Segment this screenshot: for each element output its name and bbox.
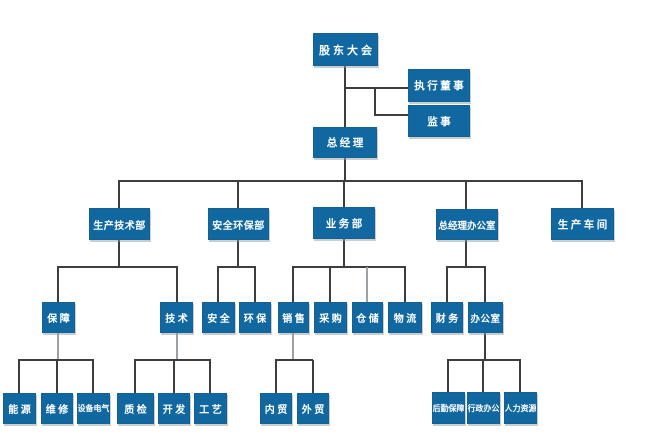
node-executive-director: 执行董事: [408, 69, 470, 102]
node-procurement: 采购: [314, 302, 347, 333]
node-env-protection: 环保: [239, 302, 271, 333]
connector-line: [292, 333, 294, 361]
node-office: 办公室: [468, 302, 503, 333]
connector-line: [329, 267, 331, 302]
connector-line: [344, 66, 346, 128]
node-gm-office: 总经理办公室: [436, 209, 498, 240]
node-domestic-trade: 内贸: [260, 393, 292, 424]
connector-line: [237, 181, 239, 208]
connector-line: [447, 360, 449, 392]
connector-line: [275, 359, 313, 361]
connector-line: [118, 240, 120, 268]
node-energy: 能源: [3, 393, 36, 424]
node-foreign-trade: 外贸: [297, 393, 329, 424]
connector-line: [343, 239, 345, 268]
connector-line: [176, 333, 178, 361]
connector-line: [375, 114, 408, 116]
node-process-craft: 工艺: [194, 393, 227, 424]
node-logistics-support: 后勤保障: [432, 392, 465, 424]
connector-line: [275, 360, 277, 393]
connector-line: [118, 180, 583, 182]
connector-line: [484, 267, 486, 302]
connector-line: [292, 267, 294, 302]
connector-line: [484, 333, 486, 361]
node-finance: 财务: [431, 302, 463, 333]
node-development: 开发: [158, 393, 190, 424]
connector-line: [366, 267, 368, 302]
node-general-manager: 总经理: [313, 127, 377, 158]
node-logistics: 物流: [388, 302, 422, 333]
connector-line: [404, 267, 406, 302]
connector-line: [344, 158, 346, 182]
connector-line: [18, 360, 20, 393]
node-shareholders-meeting: 股东大会: [313, 33, 378, 66]
node-sales: 销售: [278, 302, 309, 333]
node-business-dept: 业务部: [313, 207, 375, 239]
node-supervisor: 监事: [408, 105, 470, 137]
node-support: 保障: [42, 302, 75, 333]
connector-line: [447, 359, 521, 361]
connector-line: [312, 360, 314, 393]
connector-line: [465, 181, 467, 209]
node-maintenance: 维修: [41, 393, 73, 424]
node-technology: 技术: [160, 302, 193, 333]
connector-line: [56, 360, 58, 393]
node-warehousing: 仓储: [352, 302, 383, 333]
connector-line: [374, 88, 376, 116]
node-human-resources: 人力资源: [504, 392, 537, 424]
connector-line: [465, 240, 467, 268]
node-safety: 安全: [202, 302, 235, 333]
connector-line: [118, 181, 120, 208]
node-equipment-electrical: 设备电气: [77, 393, 110, 424]
connector-line: [446, 266, 486, 268]
node-admin-office: 行政办公: [467, 392, 500, 424]
connector-line: [237, 240, 239, 268]
connector-line: [176, 267, 178, 302]
connector-line: [134, 359, 211, 361]
connector-line: [134, 360, 136, 393]
connector-line: [581, 181, 583, 208]
node-quality-inspection: 质检: [117, 393, 154, 424]
connector-line: [343, 181, 345, 208]
connector-line: [57, 333, 59, 361]
connector-line: [446, 267, 448, 302]
connector-line: [209, 360, 211, 393]
node-production-workshop: 生产车间: [551, 208, 614, 240]
connector-line: [92, 360, 94, 393]
connector-line: [57, 266, 178, 268]
connector-line: [292, 266, 406, 268]
node-safety-env-dept: 安全环保部: [208, 208, 269, 240]
connector-line: [345, 87, 408, 89]
connector-line: [482, 360, 484, 392]
connector-line: [217, 267, 219, 302]
connector-line: [254, 267, 256, 302]
connector-line: [57, 267, 59, 302]
connector-line: [519, 360, 521, 392]
connector-line: [173, 360, 175, 393]
node-production-tech-dept: 生产技术部: [89, 208, 150, 240]
connector-line: [217, 266, 256, 268]
